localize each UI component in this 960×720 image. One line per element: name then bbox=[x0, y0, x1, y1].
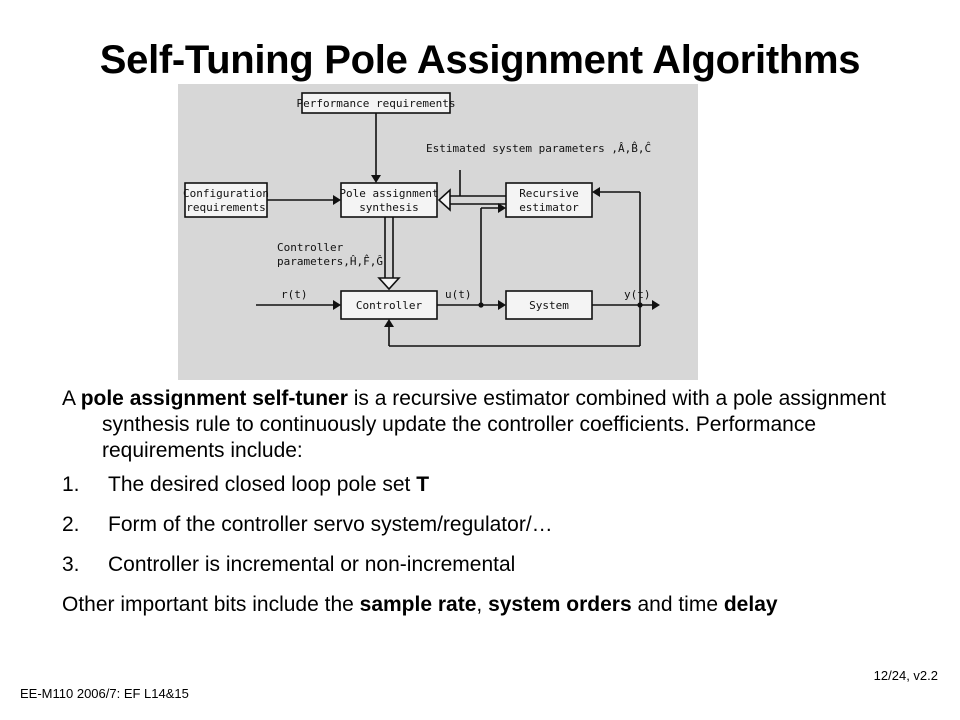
block-diagram: Performance requirements Configuration r… bbox=[178, 84, 698, 380]
list-item: 1. The desired closed loop pole set T bbox=[62, 473, 430, 496]
controller-label: Controller bbox=[356, 299, 423, 312]
recursive-estimator-block bbox=[505, 182, 593, 218]
block-diagram-figure: Performance requirements Configuration r… bbox=[178, 84, 698, 380]
closing-paragraph: Other important bits include the sample … bbox=[62, 593, 778, 616]
configuration-label-2: requirements bbox=[186, 201, 265, 214]
list-item: 3. Controller is incremental or non-incr… bbox=[62, 553, 516, 576]
intro-paragraph: A pole assignment self-tuner is a recurs… bbox=[62, 387, 886, 462]
body-text: A pole assignment self-tuner is a recurs… bbox=[62, 386, 902, 618]
slide-title: Self-Tuning Pole Assignment Algorithms bbox=[99, 38, 861, 82]
footer-page-number: 12/24, v2.2 bbox=[873, 668, 938, 683]
performance-label: Performance requirements bbox=[297, 97, 456, 110]
controller-parameters-label-1: Controller bbox=[277, 241, 344, 254]
footer-course-label: EE-M110 2006/7: EF L14&15 bbox=[20, 686, 189, 701]
recursive-estimator-label-2: estimator bbox=[519, 201, 579, 214]
pole-assignment-self-tuner-term: pole assignment self-tuner bbox=[80, 387, 348, 410]
pole-assignment-label-2: synthesis bbox=[359, 201, 419, 214]
list-item: 2. Form of the controller servo system/r… bbox=[62, 513, 553, 536]
output-signal-label: y(t) bbox=[624, 288, 651, 301]
configuration-block bbox=[184, 182, 268, 218]
configuration-label-1: Configuration bbox=[183, 187, 269, 200]
controller-parameters-label-2: parameters,Ĥ,F̂,Ĝ bbox=[277, 254, 383, 268]
estimated-parameters-label: Estimated system parameters ,Â,B̂,Ĉ bbox=[426, 141, 651, 155]
control-signal-label: u(t) bbox=[445, 288, 472, 301]
system-label: System bbox=[529, 299, 569, 312]
recursive-estimator-label-1: Recursive bbox=[519, 187, 579, 200]
reference-signal-label: r(t) bbox=[281, 288, 308, 301]
pole-assignment-label-1: Pole assignment bbox=[339, 187, 438, 200]
